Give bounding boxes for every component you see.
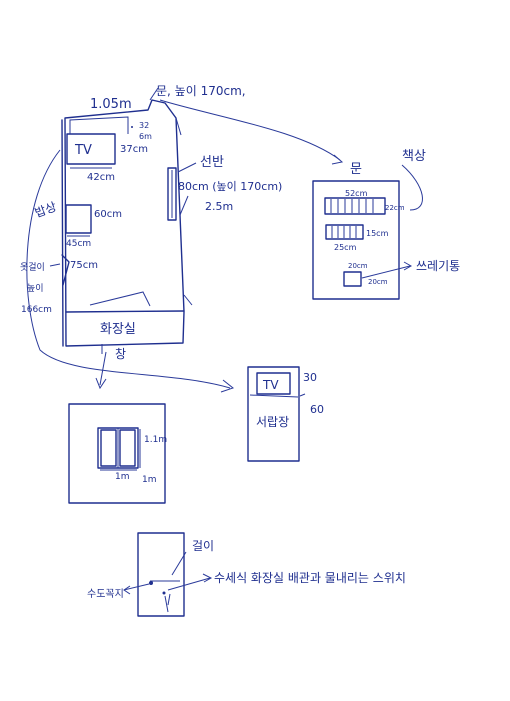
small-item-label: 쓰레기통 [416,259,460,273]
door-detail: 문 책상 52cm 22cm 15cm 25cm 20cm 20cm 쓰레기통 [312,149,460,300]
tv-width-label: 42cm [87,172,115,183]
tv-unit: TV 42cm 37cm 32 6m [66,116,152,183]
bathroom-label: 화장실 [100,322,136,337]
bath-detail: 걸이 수세식 화장실 배관과 물내리는 스위치 수도꼭지 [87,532,406,617]
box1-depth-label: 22cm [385,204,405,212]
hook-label: 옷걸이 [20,262,45,273]
hook-size-label: 75cm [70,260,98,271]
box1-width-label: 52cm [345,189,368,198]
table-label: 밥상 [33,200,59,221]
faucet-label: 수도꼭지 [87,588,124,600]
door-detail-label: 문 [350,162,362,177]
room-width-label: 1.05m [90,97,132,112]
shelf-label: 선반 [200,155,224,170]
hook-height-label: 높이 [27,283,44,294]
window-height-b: 1m [142,475,157,485]
tv-detail-width-label: 30 [303,371,317,384]
shelf-size-label: 80cm (높이 170cm) [178,180,282,193]
window-detail: 1.1m 1m 1m [68,403,167,504]
tv-depth-label: 37cm [120,144,148,155]
switch-note: 수세식 화장실 배관과 물내리는 스위치 [214,571,406,585]
tv-detail-item-label: 서랍장 [256,415,289,429]
tv-gap-b: 6m [139,132,152,141]
table-width-label: 45cm [66,239,91,249]
hook-height-value: 166cm [21,305,52,315]
arrow-to-window-detail [99,351,107,386]
main-room-outline [61,99,193,347]
arrow-to-door-detail [159,99,341,161]
dining-table: 밥상 60cm 45cm [33,200,122,249]
tv-detail-depth-label: 60 [310,403,324,416]
desk-label: 책상 [402,149,426,164]
tv-detail-label: TV [262,378,279,392]
shelf-height-label: 2.5m [205,200,233,213]
tv-detail: TV 서랍장 30 60 [247,366,324,462]
arrow-to-tv-detail [26,149,231,389]
hook-detail-label: 걸이 [192,539,214,553]
shelf: 선반 80cm (높이 170cm) 2.5m [167,155,282,221]
box2-width-label: 25cm [334,243,357,252]
tv-gap-a: 32 [139,121,149,130]
door-note-leader [149,87,159,101]
small-size-label: 20cm [348,262,368,270]
clothes-hook: 옷걸이 높이 75cm 166cm [20,254,98,315]
window-width-label: 1.1m [144,435,167,445]
box2-depth-label: 15cm [366,229,389,238]
table-length-label: 60cm [94,209,122,220]
window-height-a: 1m [115,472,130,482]
small-depth-label: 20cm [368,278,388,286]
tv-label: TV [74,143,92,158]
window-label: 창 [115,347,126,361]
door-note: 문, 높이 170cm, [156,84,246,98]
